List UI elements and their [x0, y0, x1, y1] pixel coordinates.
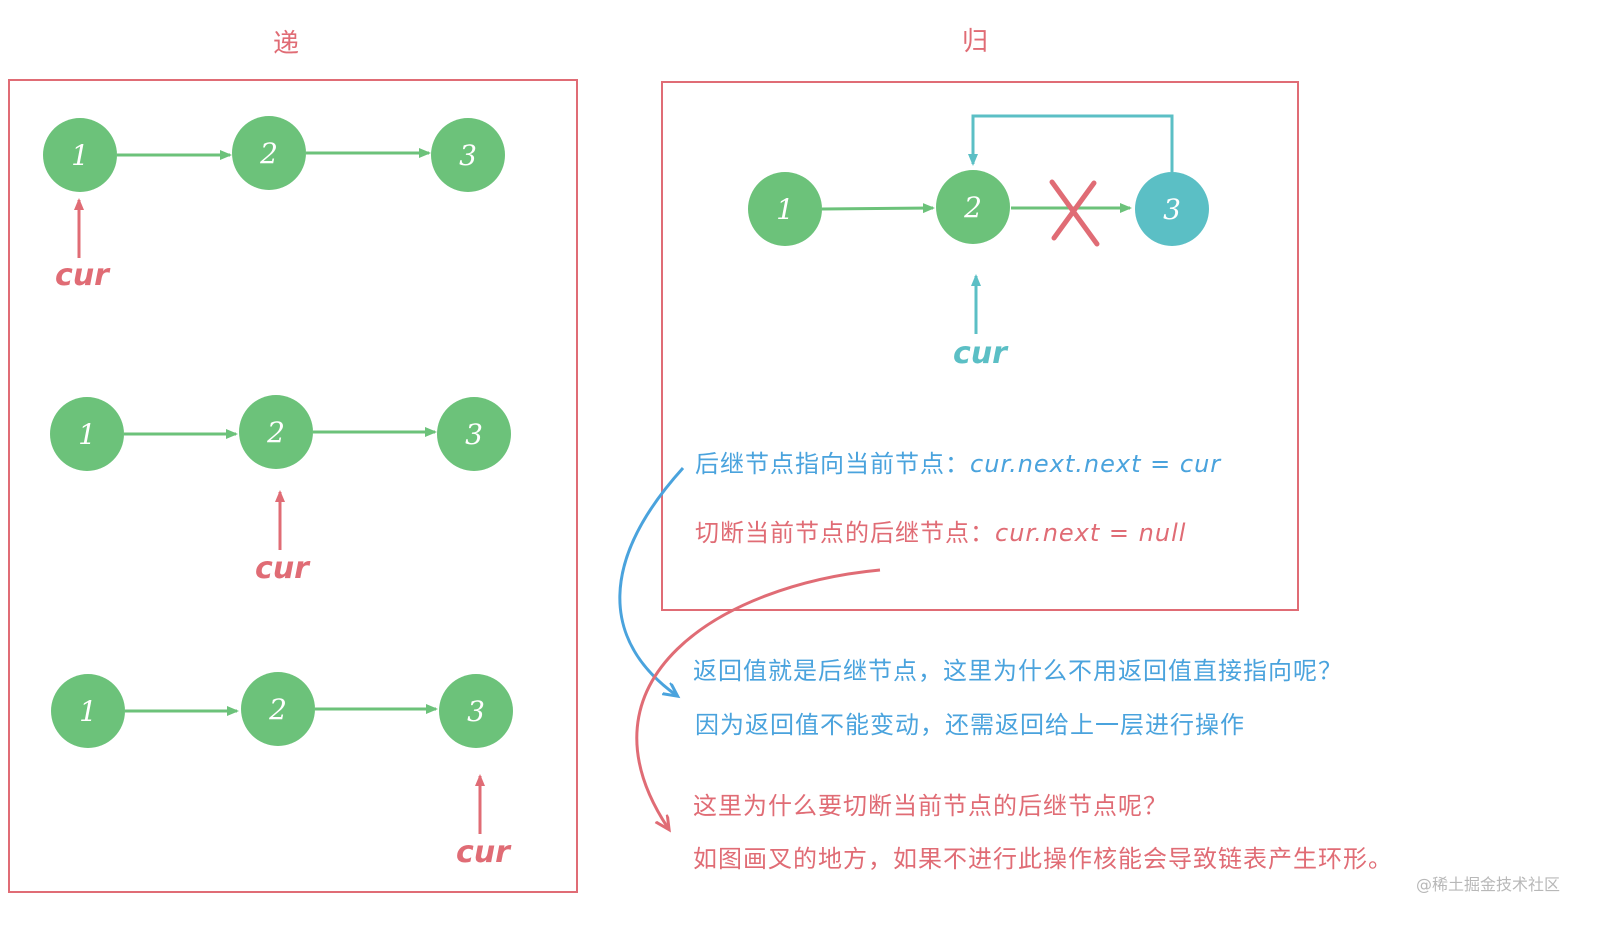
node-label: 1	[776, 193, 794, 226]
list-node-3	[439, 674, 513, 748]
list-node-2	[239, 395, 313, 469]
recursion-step-2: 1 2 3 cur	[50, 395, 511, 586]
node-label: 1	[71, 139, 89, 172]
recursion-title: 递	[273, 29, 299, 59]
link-1-2	[821, 203, 935, 214]
node-label: 3	[1163, 193, 1181, 226]
node-label: 3	[465, 418, 483, 451]
list-node-3	[1135, 172, 1209, 246]
list-node-2	[232, 116, 306, 190]
node-label: 3	[467, 695, 485, 728]
answer-return-value: 因为返回值不能变动，还需返回给上一层进行操作	[695, 711, 1245, 739]
successor-note-label: 后继节点指向当前节点：	[695, 450, 970, 478]
cur-pointer-label: cur	[456, 835, 512, 870]
node-label: 1	[79, 695, 97, 728]
return-title: 归	[962, 27, 988, 57]
node-label: 2	[266, 416, 285, 449]
cut-note-code: cur.next = null	[995, 519, 1186, 547]
x-cross-icon	[1049, 179, 1100, 247]
node-label: 1	[78, 418, 96, 451]
blue-callout-arrow	[618, 466, 685, 695]
node-label: 3	[459, 139, 477, 172]
question-cut-link: 这里为什么要切断当前节点的后继节点呢？	[693, 792, 1168, 820]
recursion-step-3: 1 2 3 cur	[51, 672, 513, 870]
successor-note-code: cur.next.next = cur	[970, 450, 1222, 478]
cur-pointer-label: cur	[255, 551, 311, 586]
cur-pointer-label: cur	[55, 258, 111, 293]
return-step: 1 2 3 cur	[748, 114, 1209, 371]
cur-pointer-label: cur	[953, 336, 1009, 371]
recursion-frame	[8, 79, 578, 893]
return-frame	[661, 81, 1299, 611]
node-label: 2	[963, 191, 982, 224]
list-node-1	[50, 397, 124, 471]
cut-note-label: 切断当前节点的后继节点：	[695, 519, 995, 547]
list-node-1	[43, 118, 117, 192]
list-node-1	[51, 674, 125, 748]
back-link-3-2	[968, 114, 1174, 172]
watermark: @稀土掘金技术社区	[1416, 875, 1560, 894]
red-callout-arrow	[635, 568, 881, 828]
successor-note: 后继节点指向当前节点：cur.next.next = cur	[695, 450, 1222, 478]
recursion-step-1: 1 2 3 cur	[43, 116, 505, 293]
node-label: 2	[259, 137, 278, 170]
question-return-value: 返回值就是后继节点，这里为什么不用返回值直接指向呢？	[693, 657, 1343, 685]
node-label: 2	[268, 693, 287, 726]
list-node-3	[431, 118, 505, 192]
answer-cut-link: 如图画叉的地方，如果不进行此操作核能会导致链表产生环形。	[693, 845, 1393, 873]
list-node-1	[748, 172, 822, 246]
list-node-2	[241, 672, 315, 746]
list-node-2	[936, 170, 1010, 244]
list-node-3	[437, 397, 511, 471]
cut-note: 切断当前节点的后继节点：cur.next = null	[695, 519, 1186, 547]
